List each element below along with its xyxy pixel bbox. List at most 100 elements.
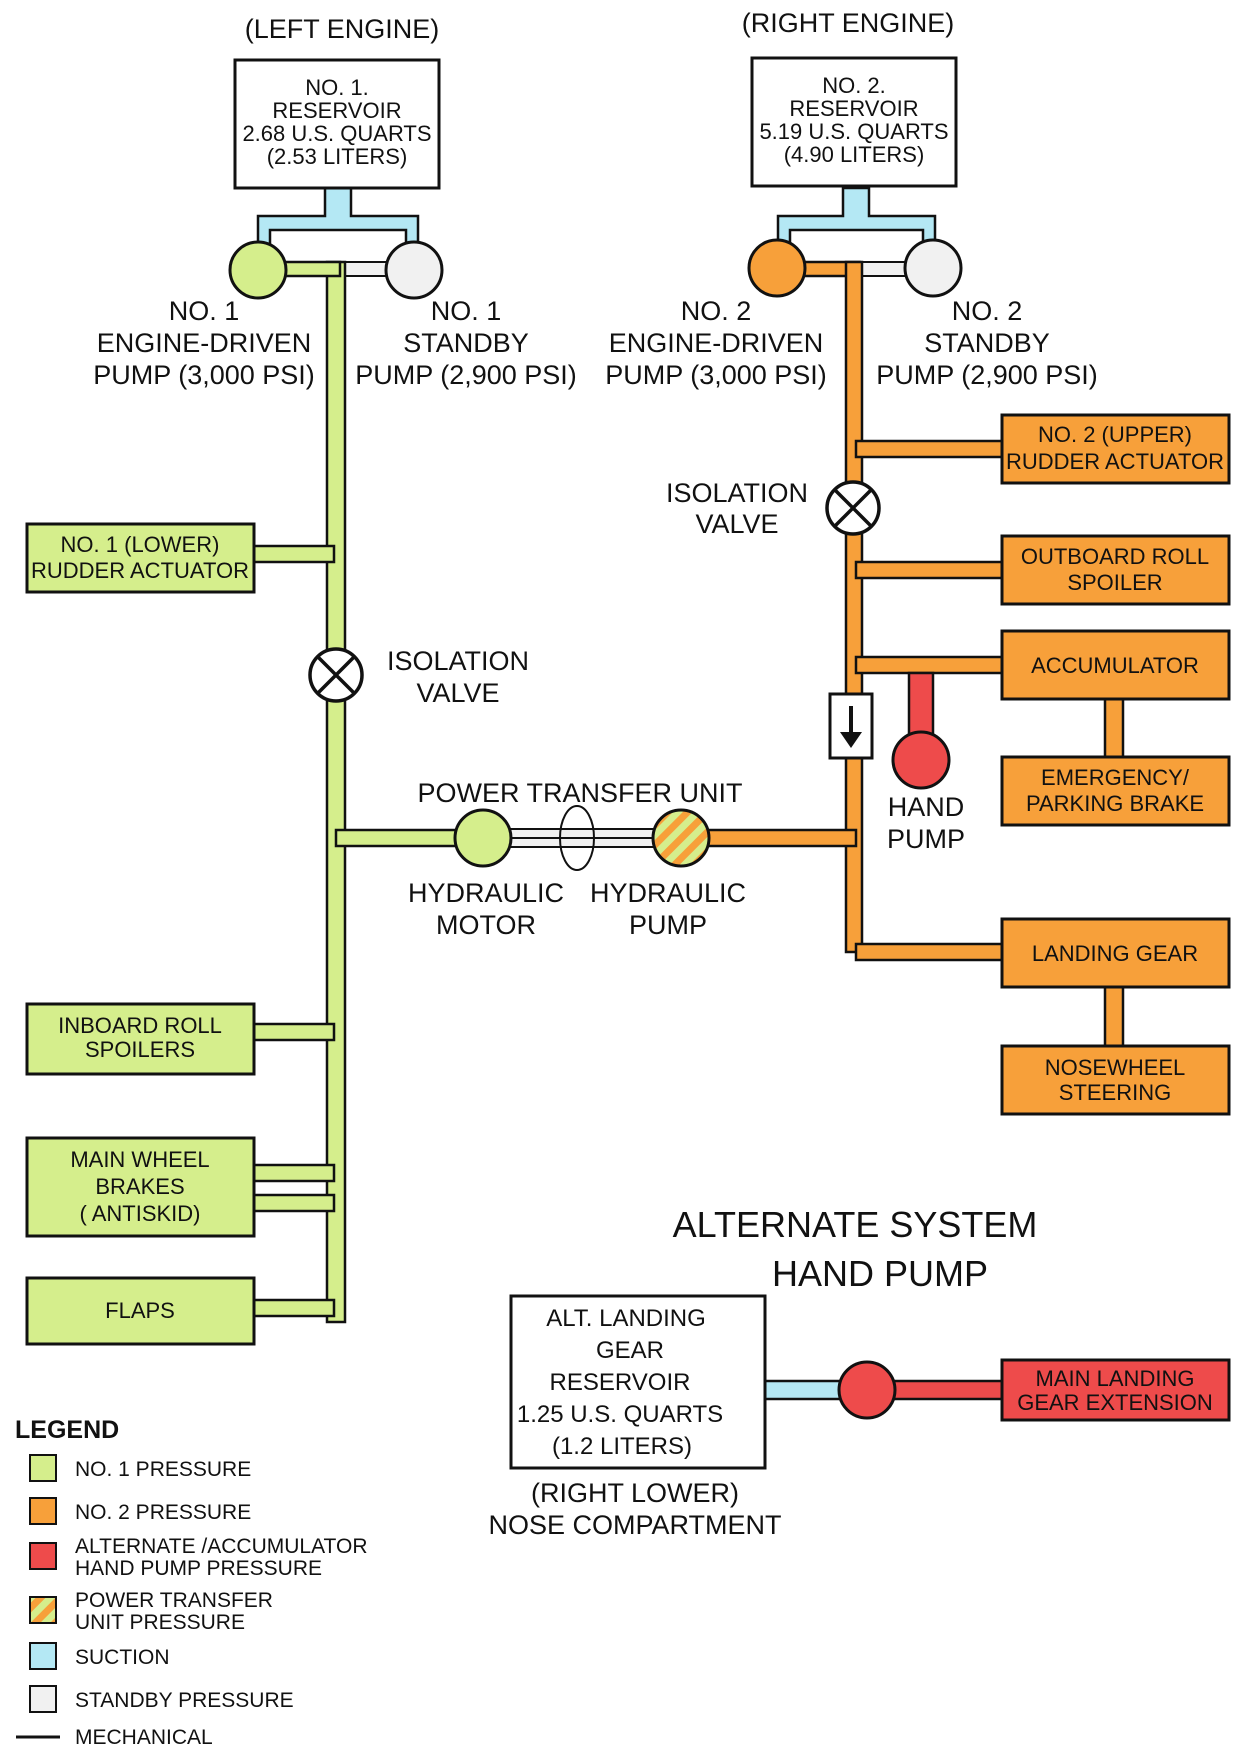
emergency-brake-label: PARKING BRAKE [1026, 791, 1204, 816]
no1-standby-pump [384, 240, 444, 300]
legend-swatch-no2 [29, 1497, 57, 1525]
no2-reservoir-line: 5.19 U.S. QUARTS [759, 119, 948, 144]
nosewheel-label: NOSEWHEEL [1045, 1055, 1186, 1080]
no2-standby-pump-label: NO. 2 [952, 296, 1023, 326]
alt-reservoir-line: RESERVOIR [550, 1369, 691, 1396]
no2-standby-pump [903, 238, 963, 298]
check-valve-icon [828, 692, 874, 760]
no2-engine-pump-label: PUMP (3,000 PSI) [605, 360, 827, 390]
outboard-spoiler-label: SPOILER [1067, 570, 1162, 595]
legend-swatch-alternate [29, 1542, 57, 1570]
no1-reservoir-line: RESERVOIR [272, 98, 401, 123]
ptu-mechanical-shaft [506, 805, 658, 871]
alt-location-label: (RIGHT LOWER) [531, 1478, 739, 1508]
alternate-lines [761, 1379, 1004, 1401]
emergency-brake-label: EMERGENCY/ [1041, 765, 1190, 790]
no2-standby-pump-label: PUMP (2,900 PSI) [876, 360, 1098, 390]
accumulator [1000, 629, 1231, 701]
no1-standby-pump-label: NO. 1 [431, 296, 502, 326]
inboard-roll-spoilers [25, 1002, 256, 1076]
left-engine-header: (LEFT ENGINE) [245, 14, 440, 44]
legend-swatch-ptu [29, 1596, 57, 1624]
ptu-motor-label: HYDRAULIC [408, 878, 564, 908]
alternate-title: ALTERNATE SYSTEM [673, 1204, 1038, 1245]
legend-label: ALTERNATE /ACCUMULATOR [75, 1535, 367, 1558]
left-isolation-valve-icon [308, 647, 364, 703]
alt-landing-gear-reservoir [509, 1294, 767, 1470]
legend: LEGEND NO. 1 PRESSURE NO. 2 PRESSURE ALT… [15, 1416, 367, 1749]
no1-standby-pump-label: PUMP (2,900 PSI) [355, 360, 577, 390]
right-suction-lines [776, 186, 937, 250]
main-wheel-brakes-label: ( ANTISKID) [79, 1201, 200, 1226]
no2-standby-pump-label: STANDBY [924, 328, 1050, 358]
outboard-spoiler-label: OUTBOARD ROLL [1021, 544, 1209, 569]
main-wheel-brakes [25, 1136, 256, 1238]
alt-reservoir-line: 1.25 U.S. QUARTS [517, 1401, 723, 1428]
no2-reservoir-line: RESERVOIR [789, 96, 918, 121]
main-wheel-brakes-label: MAIN WHEEL [70, 1147, 209, 1172]
right-isolation-valve-label: ISOLATION [666, 478, 808, 508]
hand-pump [891, 730, 951, 790]
ptu-pump-label: PUMP [629, 910, 707, 940]
no1-lower-rudder-actuator [25, 522, 256, 594]
upper-rudder-label: RUDDER ACTUATOR [1006, 449, 1224, 474]
alternate-title: HAND PUMP [772, 1253, 988, 1294]
no2-reservoir-line: NO. 2. [822, 73, 886, 98]
legend-label: POWER TRANSFER [75, 1589, 273, 1612]
main-wheel-brakes-label: BRAKES [95, 1174, 184, 1199]
no2-upper-rudder-actuator [1000, 413, 1231, 485]
landing-gear-label: LANDING GEAR [1032, 941, 1198, 966]
alt-location-label: NOSE COMPARTMENT [488, 1510, 781, 1540]
no1-engine-pump-label: ENGINE-DRIVEN [97, 328, 312, 358]
left-isolation-valve-label: VALVE [416, 678, 499, 708]
ptu-motor-label: MOTOR [436, 910, 536, 940]
right-engine-header: (RIGHT ENGINE) [742, 8, 955, 38]
no1-engine-driven-pump [228, 240, 288, 300]
inboard-spoilers-label: INBOARD ROLL [58, 1013, 222, 1038]
right-isolation-valve-icon [825, 480, 881, 536]
no2-engine-driven-pump [747, 238, 807, 298]
nosewheel-label: STEERING [1059, 1080, 1171, 1105]
left-isolation-valve-label: ISOLATION [387, 646, 529, 676]
flaps-box [25, 1276, 256, 1346]
legend-label: MECHANICAL [75, 1726, 213, 1749]
right-isolation-valve-label: VALVE [695, 509, 778, 539]
legend-label: UNIT PRESSURE [75, 1611, 245, 1634]
lower-rudder-label: NO. 1 (LOWER) [61, 532, 220, 557]
no2-engine-pump-label: NO. 2 [681, 296, 752, 326]
ptu-hydraulic-motor [453, 808, 513, 868]
alt-reservoir-line: ALT. LANDING [546, 1305, 706, 1332]
ptu-pump-label: HYDRAULIC [590, 878, 746, 908]
legend-label: NO. 2 PRESSURE [75, 1501, 251, 1524]
legend-swatch-no1 [29, 1454, 57, 1482]
ptu-hydraulic-pump [651, 808, 711, 868]
alt-reservoir-line: GEAR [596, 1337, 664, 1364]
no1-reservoir-line: (2.53 LITERS) [267, 144, 408, 169]
lower-rudder-label: RUDDER ACTUATOR [31, 558, 249, 583]
accumulator-label: ACCUMULATOR [1031, 653, 1199, 678]
no1-reservoir-line: NO. 1. [305, 75, 369, 100]
inboard-spoilers-label: SPOILERS [85, 1037, 195, 1062]
no1-engine-pump-label: PUMP (3,000 PSI) [93, 360, 315, 390]
landing-gear [1000, 917, 1231, 989]
legend-swatch-suction [29, 1642, 57, 1670]
hand-pump-label: PUMP [887, 824, 965, 854]
ptu-title: POWER TRANSFER UNIT [417, 778, 742, 808]
left-suction-lines [256, 186, 420, 250]
alt-reservoir-line: (1.2 LITERS) [552, 1433, 692, 1460]
upper-rudder-label: NO. 2 (UPPER) [1038, 422, 1192, 447]
nosewheel-steering [1000, 1044, 1231, 1116]
no1-standby-pump-label: STANDBY [403, 328, 529, 358]
gear-extension-label: MAIN LANDING [1036, 1366, 1195, 1391]
gear-extension-label: GEAR EXTENSION [1017, 1390, 1213, 1415]
legend-label: STANDBY PRESSURE [75, 1689, 294, 1712]
no2-reservoir [750, 56, 958, 188]
alternate-hand-pump [837, 1360, 897, 1420]
outboard-roll-spoiler [1000, 534, 1231, 606]
no1-reservoir [233, 58, 441, 190]
no2-engine-pump-label: ENGINE-DRIVEN [609, 328, 824, 358]
no2-reservoir-line: (4.90 LITERS) [784, 142, 925, 167]
emergency-parking-brake [1000, 755, 1231, 827]
flaps-label: FLAPS [105, 1298, 175, 1323]
